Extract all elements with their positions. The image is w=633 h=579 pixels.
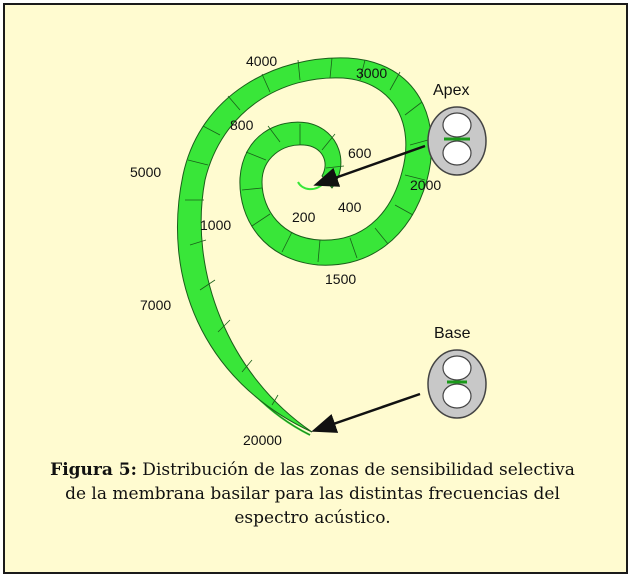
label-base: Base [434,325,471,342]
label-7000: 7000 [140,297,171,313]
figure-caption: Figura 5: Distribución de las zonas de s… [40,458,585,530]
label-apex: Apex [433,82,469,99]
base-cross-section [427,349,487,419]
basilar-membrane-spiral [177,57,433,436]
apex-arrow [313,144,426,187]
label-1000: 1000 [200,217,231,233]
label-1500: 1500 [325,271,356,287]
label-5000: 5000 [130,164,161,180]
apex-cross-section [427,106,487,176]
label-3000: 3000 [356,65,387,81]
label-4000: 4000 [246,53,277,69]
label-800: 800 [230,117,254,133]
label-20000: 20000 [243,432,282,448]
figure-frame [3,3,628,574]
base-arrow [311,392,421,433]
caption-text: Distribución de las zonas de sensibilida… [65,460,575,528]
caption-label: Figura 5: [50,460,137,480]
label-600: 600 [348,145,372,161]
label-200: 200 [292,209,316,225]
label-400: 400 [338,199,362,215]
label-2000: 2000 [410,177,441,193]
